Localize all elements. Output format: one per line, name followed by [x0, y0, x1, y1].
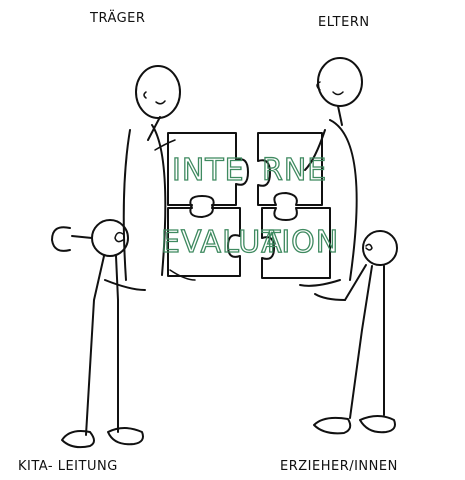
erzieher-shoe-right	[360, 416, 395, 432]
kita-head	[92, 220, 128, 256]
eltern-head	[318, 58, 362, 106]
erzieher-mouth	[366, 244, 372, 250]
erzieher-leg-left	[350, 266, 372, 418]
traeger-arm-upper	[155, 140, 175, 150]
label-erzieher-innen: ERZIEHER/INNEN	[280, 459, 398, 474]
eltern-neck	[338, 106, 342, 125]
label-eltern: ELTERN	[318, 15, 370, 30]
figure-erzieher-innen	[314, 231, 397, 433]
puzzle-text-top-right: RNE	[262, 153, 327, 188]
label-traeger: TRÄGER	[89, 10, 145, 26]
kita-hand	[52, 227, 70, 251]
eltern-arm-lower	[300, 280, 340, 286]
puzzle-text-top-left: INTE	[172, 153, 245, 188]
erzieher-head	[363, 231, 397, 265]
traeger-smile	[156, 101, 165, 104]
figure-kita-leitung	[52, 220, 145, 447]
puzzle-text-bottom-right: TION	[261, 225, 339, 260]
kita-leg-right	[116, 256, 118, 432]
erzieher-arm-lower	[315, 294, 345, 300]
erzieher-arm-upper	[345, 265, 366, 300]
kita-arm	[72, 236, 92, 238]
kita-shoe-right	[108, 428, 143, 444]
traeger-head	[136, 66, 180, 118]
kita-mouth	[115, 233, 123, 242]
kita-leg-left	[86, 256, 104, 435]
label-kita-leitung: KITA- LEITUNG	[18, 459, 118, 474]
erzieher-shoe-left	[314, 418, 350, 433]
eltern-smile	[333, 92, 343, 95]
traeger-body-left	[124, 130, 130, 280]
kita-shoe-left	[62, 431, 94, 447]
kita-arm-lower	[105, 280, 145, 290]
puzzle: INTE RNE EVALUA TION	[161, 133, 339, 278]
traeger-ear	[144, 92, 146, 98]
